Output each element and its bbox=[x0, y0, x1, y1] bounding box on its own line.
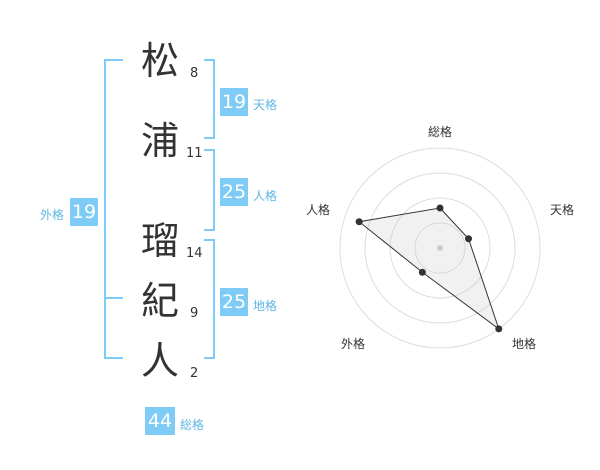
soukaku-value: 44 bbox=[145, 407, 175, 435]
radar-point-4 bbox=[418, 268, 426, 276]
chikaku-value: 25 bbox=[220, 288, 248, 316]
radar-point-3 bbox=[495, 325, 503, 333]
radar-ring-4 bbox=[339, 147, 541, 349]
jinkaku-bracket bbox=[204, 149, 215, 231]
radar-center bbox=[437, 245, 443, 251]
stroke-count-3: 14 bbox=[186, 246, 203, 261]
radar-label-gaikaku: 外格 bbox=[341, 337, 366, 351]
soukaku-label: 総格 bbox=[180, 418, 205, 432]
radar-ring-1 bbox=[414, 222, 466, 274]
name-char-1: 松 bbox=[140, 39, 179, 83]
chikaku-bracket bbox=[204, 239, 215, 359]
radar-label-chikaku: 地格 bbox=[512, 337, 537, 351]
radar-ring-2 bbox=[389, 197, 491, 299]
gaikaku-bracket bbox=[104, 59, 123, 359]
name-char-5: 人 bbox=[140, 339, 179, 383]
jinkaku-value: 25 bbox=[220, 178, 248, 206]
radar-area bbox=[357, 207, 500, 331]
radar-point-1 bbox=[436, 204, 444, 212]
radar-label-soukaku: 総格 bbox=[428, 125, 453, 139]
radar-ring-3 bbox=[364, 172, 516, 324]
name-char-4: 紀 bbox=[140, 279, 179, 323]
radar-point-5 bbox=[355, 218, 363, 226]
stroke-count-4: 9 bbox=[190, 306, 199, 321]
tenkaku-value: 19 bbox=[220, 88, 248, 116]
chikaku-label: 地格 bbox=[253, 299, 278, 313]
gaikaku-value: 19 bbox=[70, 198, 98, 226]
radar-point-2 bbox=[465, 235, 473, 243]
name-char-3: 瑠 bbox=[140, 219, 179, 263]
stroke-count-1: 8 bbox=[190, 66, 199, 81]
name-char-2: 浦 bbox=[140, 119, 179, 163]
stroke-count-2: 11 bbox=[186, 146, 203, 161]
radar-label-jinkaku: 人格 bbox=[306, 203, 331, 217]
tenkaku-label: 天格 bbox=[253, 98, 278, 112]
stroke-count-5: 2 bbox=[190, 366, 199, 381]
jinkaku-label: 人格 bbox=[253, 189, 278, 203]
radar-label-tenkaku: 天格 bbox=[550, 203, 575, 217]
tenkaku-bracket bbox=[204, 59, 215, 139]
gaikaku-label: 外格 bbox=[40, 208, 65, 222]
